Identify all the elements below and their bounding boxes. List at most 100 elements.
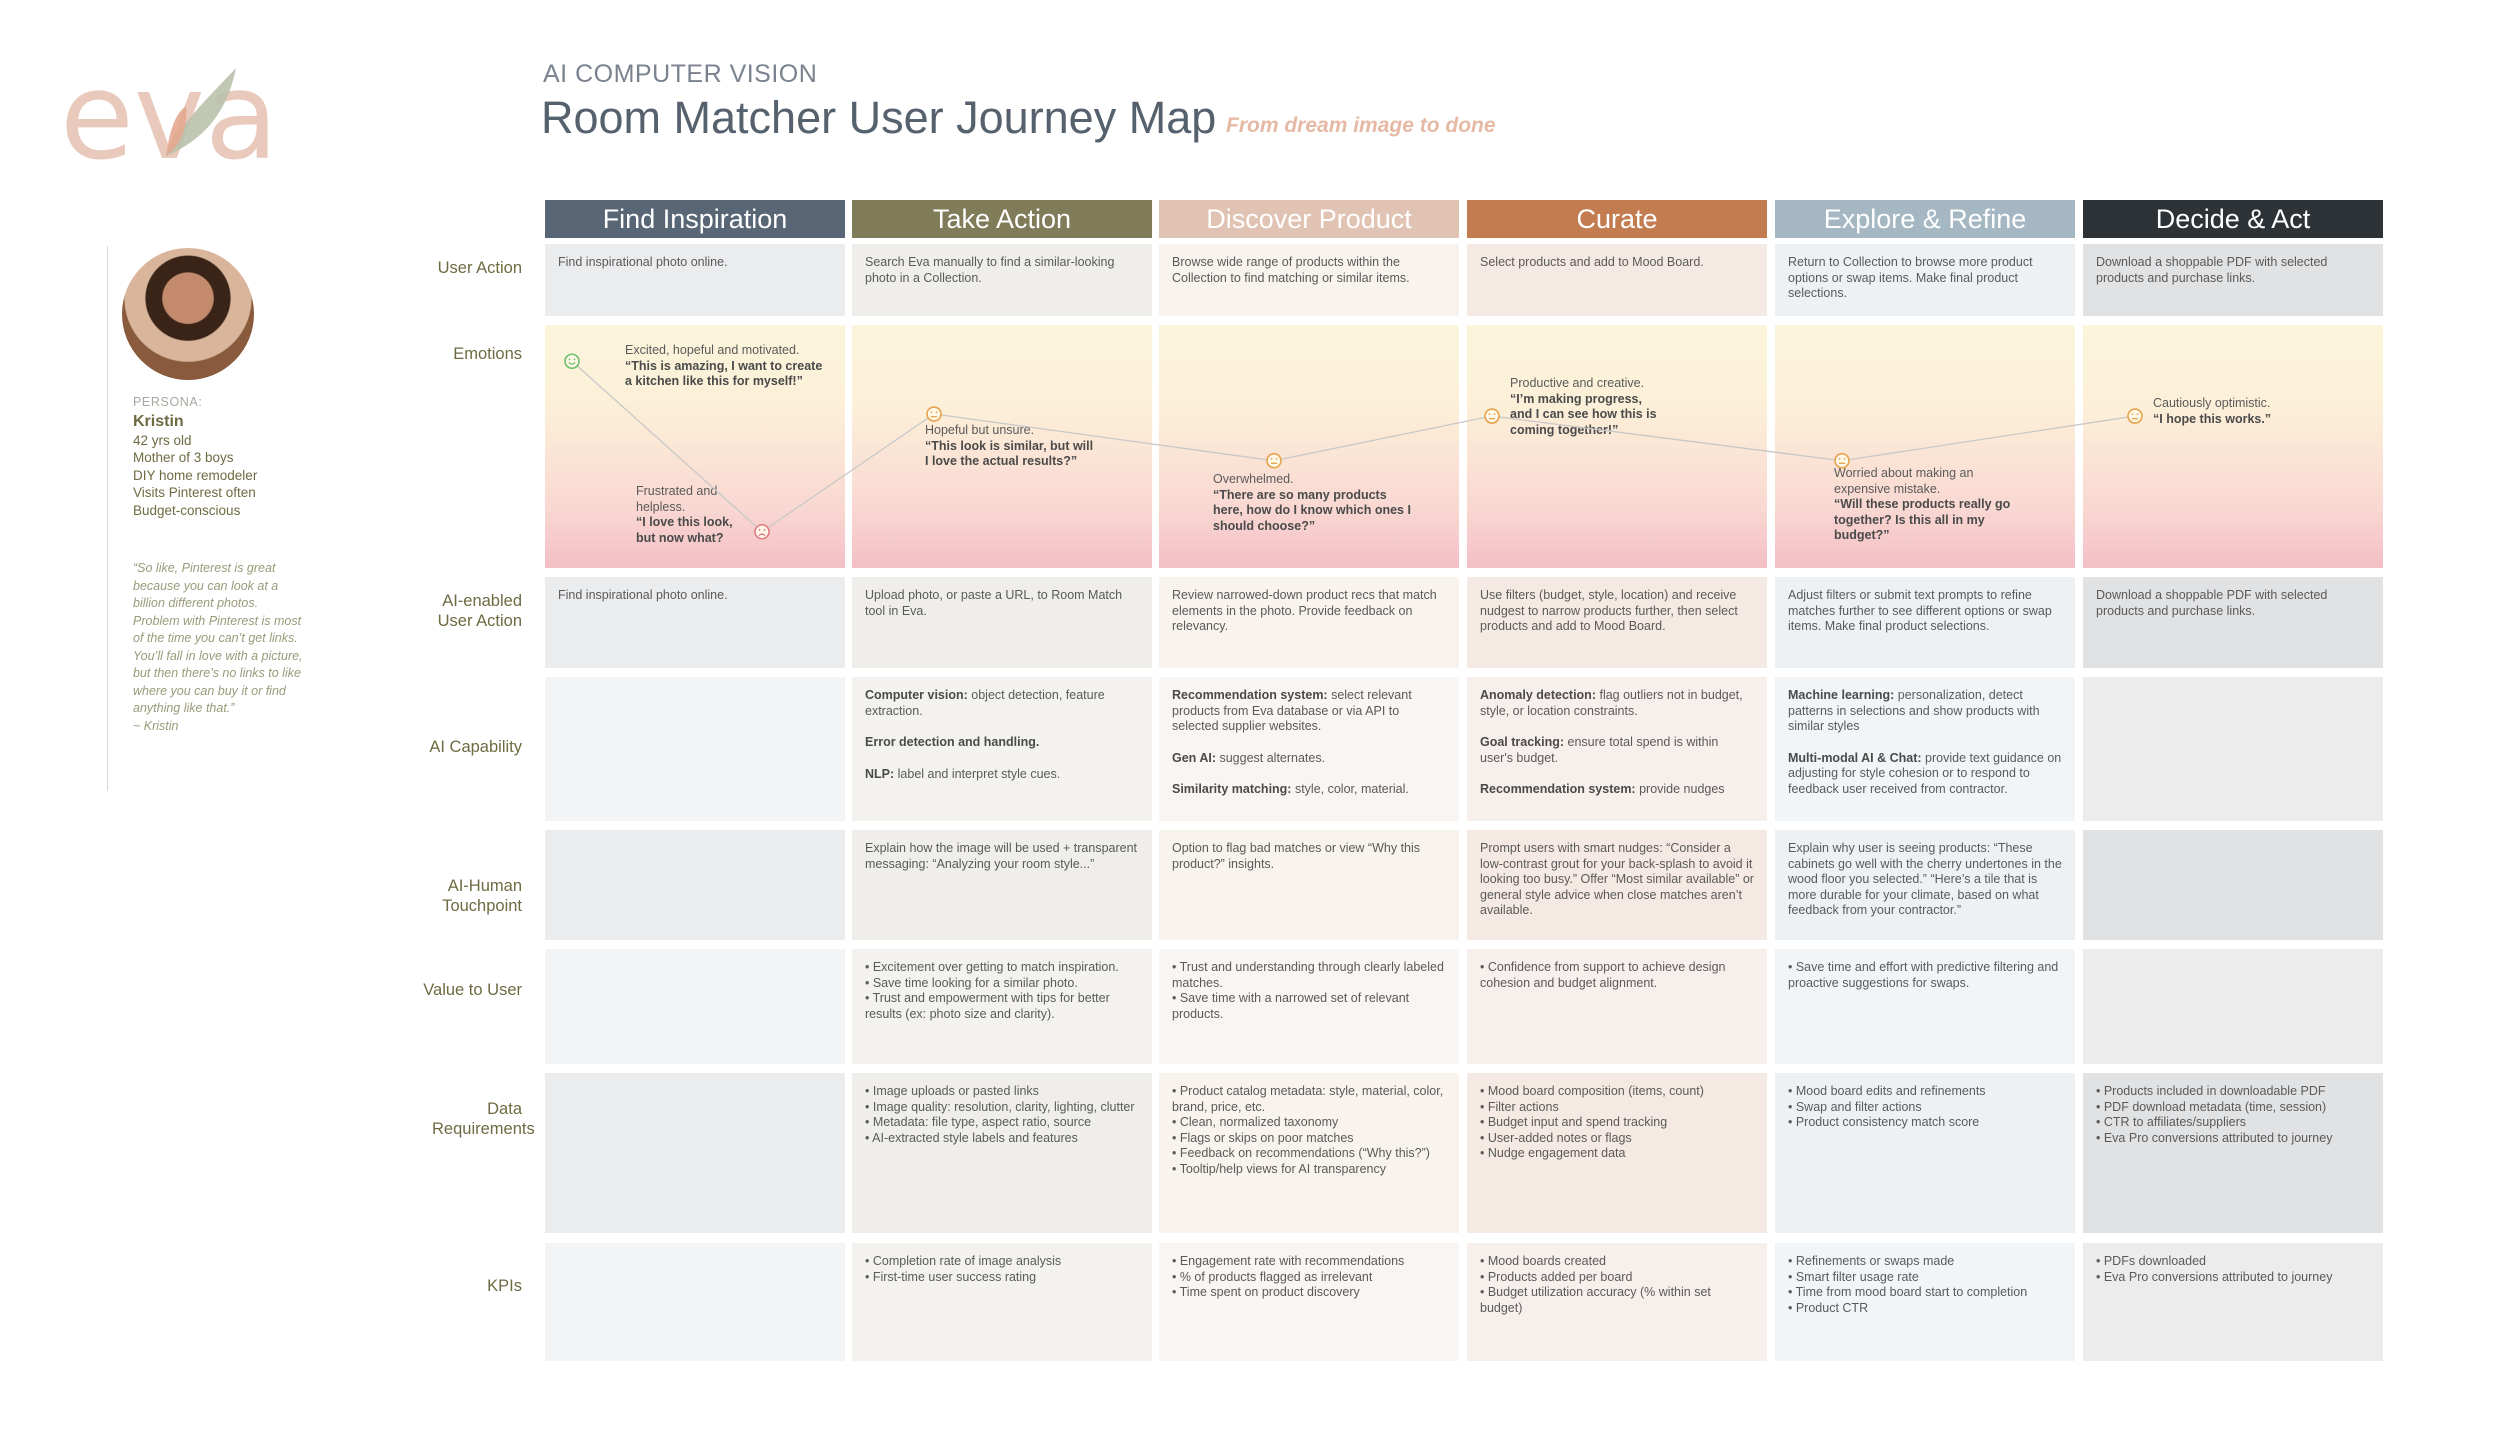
emotion-mood: Productive and creative. bbox=[1510, 376, 1645, 390]
capability-item: Machine learning: personalization, detec… bbox=[1788, 688, 2062, 735]
capability-desc: ensure total spend is within user's budg… bbox=[1480, 735, 1719, 765]
capability-name: Machine learning: bbox=[1788, 688, 1895, 702]
cell-text: Select products and add to Mood Board. bbox=[1480, 255, 1704, 269]
emotion-quote: “There are so many products here, how do… bbox=[1213, 487, 1411, 533]
emotion-quote: “This look is similar, but will I love t… bbox=[925, 438, 1094, 469]
cell-text: Prompt users with smart nudges: “Conside… bbox=[1480, 841, 1754, 917]
capability-name: Recommendation system: bbox=[1480, 782, 1636, 796]
capability-name: Gen AI: bbox=[1172, 750, 1216, 765]
persona-detail: Budget-conscious bbox=[133, 502, 241, 518]
persona-name: Kristin bbox=[133, 412, 184, 430]
data-cell: • Image uploads or pasted links• Image q… bbox=[852, 1073, 1152, 1233]
ai-user-action-cell: Find inspirational photo online. bbox=[545, 577, 845, 668]
capability-name: Recommendation system: bbox=[1172, 688, 1328, 702]
capability-item: Gen AI: suggest alternates. bbox=[1172, 751, 1446, 767]
emotion-mood: Hopeful but unsure. bbox=[925, 423, 1035, 437]
data-cell: • Products included in downloadable PDF•… bbox=[2083, 1073, 2383, 1233]
bullet-item: • Trust and understanding through clearl… bbox=[1172, 960, 1444, 990]
emotion-quote: “Will these products really go together?… bbox=[1834, 497, 2011, 542]
bullet-item: • Image quality: resolution, clarity, li… bbox=[865, 1099, 1135, 1114]
cell-text: Search Eva manually to find a similar-lo… bbox=[865, 255, 1115, 285]
user-action-cell: Search Eva manually to find a similar-lo… bbox=[852, 244, 1152, 316]
cell-text: Option to flag bad matches or view “Why … bbox=[1172, 841, 1421, 871]
bullet-item: • PDF download metadata (time, session) bbox=[2096, 1099, 2327, 1114]
emotion-cell-bg bbox=[2083, 325, 2383, 568]
bullet-item: • Excitement over getting to match inspi… bbox=[865, 960, 1119, 974]
capability-item: NLP: label and interpret style cues. bbox=[865, 767, 1139, 783]
emotion-quote: “I hope this works.” bbox=[2153, 411, 2272, 426]
cell-text: Explain how the image will be used + tra… bbox=[865, 841, 1138, 871]
row-label-user-action: User Action bbox=[437, 259, 522, 277]
stage-header-5: Explore & Refine bbox=[1775, 200, 2075, 238]
user-action-cell: Return to Collection to browse more prod… bbox=[1775, 244, 2075, 316]
stage-header-6: Decide & Act bbox=[2083, 200, 2383, 238]
ai-capability-cell bbox=[545, 677, 845, 821]
bullet-item: • Budget utilization accuracy (% within … bbox=[1480, 1285, 1711, 1315]
page-subtitle: From dream image to done bbox=[1226, 114, 1496, 137]
bullet-item: • Flags or skips on poor matches bbox=[1172, 1130, 1354, 1145]
emotion-quote: “I’m making progress, and I can see how … bbox=[1510, 391, 1657, 437]
cell-text: Upload photo, or paste a URL, to Room Ma… bbox=[865, 588, 1123, 618]
emotion-note: Cautiously optimistic.“I hope this works… bbox=[2153, 396, 2303, 427]
capability-name: Goal tracking: bbox=[1480, 735, 1565, 749]
value-cell bbox=[545, 949, 845, 1064]
emotion-quote: “I love this look, but now what? bbox=[636, 515, 733, 545]
bullet-item: • Image uploads or pasted links bbox=[865, 1084, 1039, 1098]
ai-capability-cell: Machine learning: personalization, detec… bbox=[1775, 677, 2075, 821]
bullet-item: • Trust and empowerment with tips for be… bbox=[865, 991, 1110, 1021]
row-label-kpis: KPIs bbox=[487, 1277, 522, 1295]
bullet-item: • % of products flagged as irrelevant bbox=[1172, 1269, 1373, 1284]
cell-text: Review narrowed-down product recs that m… bbox=[1172, 588, 1437, 633]
data-cell: • Mood board composition (items, count)•… bbox=[1467, 1073, 1767, 1233]
capability-desc: style, color, material. bbox=[1291, 782, 1409, 796]
emotion-note: Worried about making an expensive mistak… bbox=[1834, 466, 2014, 544]
ai-user-action-cell: Download a shoppable PDF with selected p… bbox=[2083, 577, 2383, 668]
emotion-note: Overwhelmed.“There are so many products … bbox=[1213, 472, 1418, 534]
bullet-item: • Save time with a narrowed set of relev… bbox=[1172, 991, 1410, 1021]
persona-divider bbox=[107, 246, 108, 791]
data-cell bbox=[545, 1073, 845, 1233]
persona-detail: Visits Pinterest often bbox=[133, 485, 256, 500]
persona-quote-author: ~ Kristin bbox=[133, 718, 179, 733]
cell-text: Explain why user is seeing products: “Th… bbox=[1788, 841, 2062, 917]
ai-user-action-cell: Upload photo, or paste a URL, to Room Ma… bbox=[852, 577, 1152, 668]
cell-text: Adjust filters or submit text prompts to… bbox=[1788, 588, 2052, 633]
touchpoint-cell bbox=[2083, 830, 2383, 940]
data-cell: • Product catalog metadata: style, mater… bbox=[1159, 1073, 1459, 1233]
bullet-item: • Eva Pro conversions attributed to jour… bbox=[2096, 1269, 2333, 1284]
emotion-mood: Frustrated and helpless. bbox=[636, 484, 718, 514]
emotion-mood: Excited, hopeful and motivated. bbox=[625, 343, 800, 357]
stage-header-3: Discover Product bbox=[1159, 200, 1459, 238]
value-cell: • Confidence from support to achieve des… bbox=[1467, 949, 1767, 1064]
touchpoint-cell: Explain how the image will be used + tra… bbox=[852, 830, 1152, 940]
kpis-cell: • Engagement rate with recommendations• … bbox=[1159, 1243, 1459, 1361]
persona-quote: “So like, Pinterest is great because you… bbox=[133, 561, 303, 715]
bullet-item: • CTR to affiliates/suppliers bbox=[2096, 1115, 2247, 1129]
persona-quote-block: “So like, Pinterest is great because you… bbox=[133, 560, 308, 735]
capability-name: Multi-modal AI & Chat: bbox=[1788, 750, 1922, 765]
kpis-cell: • Completion rate of image analysis• Fir… bbox=[852, 1243, 1152, 1361]
kpis-cell: • Mood boards created• Products added pe… bbox=[1467, 1243, 1767, 1361]
emotion-note: Frustrated and helpless.“I love this loo… bbox=[636, 484, 746, 546]
bullet-item: • Confidence from support to achieve des… bbox=[1480, 960, 1726, 990]
value-cell: • Save time and effort with predictive f… bbox=[1775, 949, 2075, 1064]
row-label-ai-user-action: AI-enabled User Action bbox=[437, 592, 522, 630]
touchpoint-cell: Option to flag bad matches or view “Why … bbox=[1159, 830, 1459, 940]
capability-item: Goal tracking: ensure total spend is wit… bbox=[1480, 735, 1754, 766]
capability-name: Computer vision: bbox=[865, 688, 968, 702]
user-action-cell: Find inspirational photo online. bbox=[545, 244, 845, 316]
cell-text: Return to Collection to browse more prod… bbox=[1788, 255, 2033, 300]
stage-header-2: Take Action bbox=[852, 200, 1152, 238]
bullet-item: • Smart filter usage rate bbox=[1788, 1269, 1919, 1284]
bullet-item: • Mood board composition (items, count) bbox=[1480, 1084, 1704, 1098]
capability-desc: select relevant products from Eva databa… bbox=[1172, 688, 1412, 733]
cell-text: Find inspirational photo online. bbox=[558, 255, 728, 269]
emotion-note: Hopeful but unsure.“This look is similar… bbox=[925, 423, 1100, 470]
emotion-note: Productive and creative.“I’m making prog… bbox=[1510, 376, 1660, 438]
emotion-mood: Worried about making an expensive mistak… bbox=[1834, 466, 1974, 496]
bullet-item: • AI-extracted style labels and features bbox=[865, 1130, 1078, 1145]
kpis-cell bbox=[545, 1243, 845, 1361]
bullet-item: • PDFs downloaded bbox=[2096, 1254, 2206, 1268]
bullet-item: • Product CTR bbox=[1788, 1300, 1869, 1315]
ai-capability-cell: Computer vision: object detection, featu… bbox=[852, 677, 1152, 821]
